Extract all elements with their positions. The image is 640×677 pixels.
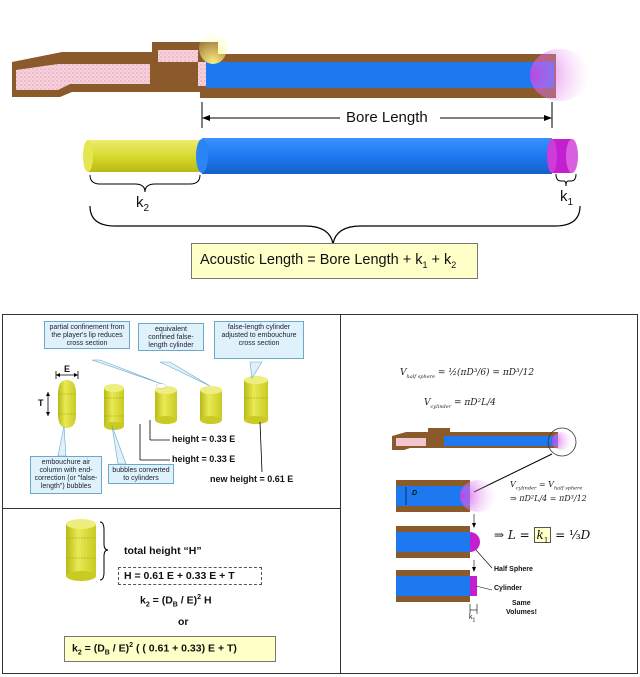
k1-label: k1	[560, 188, 574, 208]
height-label-1: height = 0.33 E	[172, 434, 236, 444]
or-label: or	[178, 616, 189, 628]
same-label: Same	[512, 600, 531, 607]
top-diagram	[12, 32, 590, 245]
height-label-2: height = 0.33 E	[172, 454, 236, 464]
bubble-diagram	[46, 359, 268, 473]
callout-partial-confinement: partial confinement from the player's li…	[44, 321, 130, 349]
half-sphere-label: Half Sphere	[494, 566, 533, 573]
t-label: T	[38, 398, 44, 408]
bore-length-label: Bore Length	[346, 109, 428, 126]
k2-label: k2	[136, 194, 150, 214]
e-label: E	[64, 364, 71, 374]
l-equals-k1-eq: ⇒ L = k1 = ⅓D	[494, 527, 591, 545]
volume-substitution-eq: ⇒ πD²L/4 = πD³/12	[510, 494, 587, 503]
acoustic-length-box	[191, 243, 478, 279]
acoustic-length-formula: Acoustic Length = Bore Length + k1 + k2	[200, 252, 457, 270]
d-label: D	[412, 490, 418, 497]
h-equation-box	[118, 567, 262, 585]
total-height-label: total height “H”	[124, 545, 202, 557]
cylinder-volume-eq: Vcylinder = πD²L/4	[424, 398, 496, 410]
h-equation: H = 0.61 E + 0.33 E + T	[124, 570, 235, 582]
right-k1-label: k1	[469, 614, 476, 624]
k2-full-box	[64, 636, 276, 662]
volume-equality-eq: Vcylinder = Vhalf sphere	[510, 480, 583, 492]
flute-body	[12, 32, 590, 101]
half-sphere-volume-eq: Vhalf sphere = ½(πD³/6) = πD³/12	[400, 368, 535, 380]
total-height-cylinder	[66, 519, 109, 581]
new-height-label: new height = 0.61 E	[210, 474, 294, 484]
callout-false-length-adjusted: false-length cylinder adjusted to embouc…	[214, 321, 304, 359]
callout-embouchure-air-column: embouchure air column with end-correctio…	[30, 456, 102, 494]
callout-equivalent-confined: equivalent confined false-length cylinde…	[138, 323, 204, 351]
callout-bubbles-converted: bubbles converted to cylinders	[108, 464, 174, 484]
panel-border-right	[340, 314, 638, 674]
right-diagram	[392, 427, 577, 614]
volumes-label: Volumes!	[506, 609, 537, 616]
k2-full-equation: k2 = (DB / E)2 ( ( 0.61 + 0.33) E + T)	[72, 642, 237, 657]
acoustic-cylinder	[83, 138, 578, 174]
cylinder-label: Cylinder	[494, 585, 523, 592]
k2-equation: k2 = (DB / E)2 H	[140, 594, 212, 609]
